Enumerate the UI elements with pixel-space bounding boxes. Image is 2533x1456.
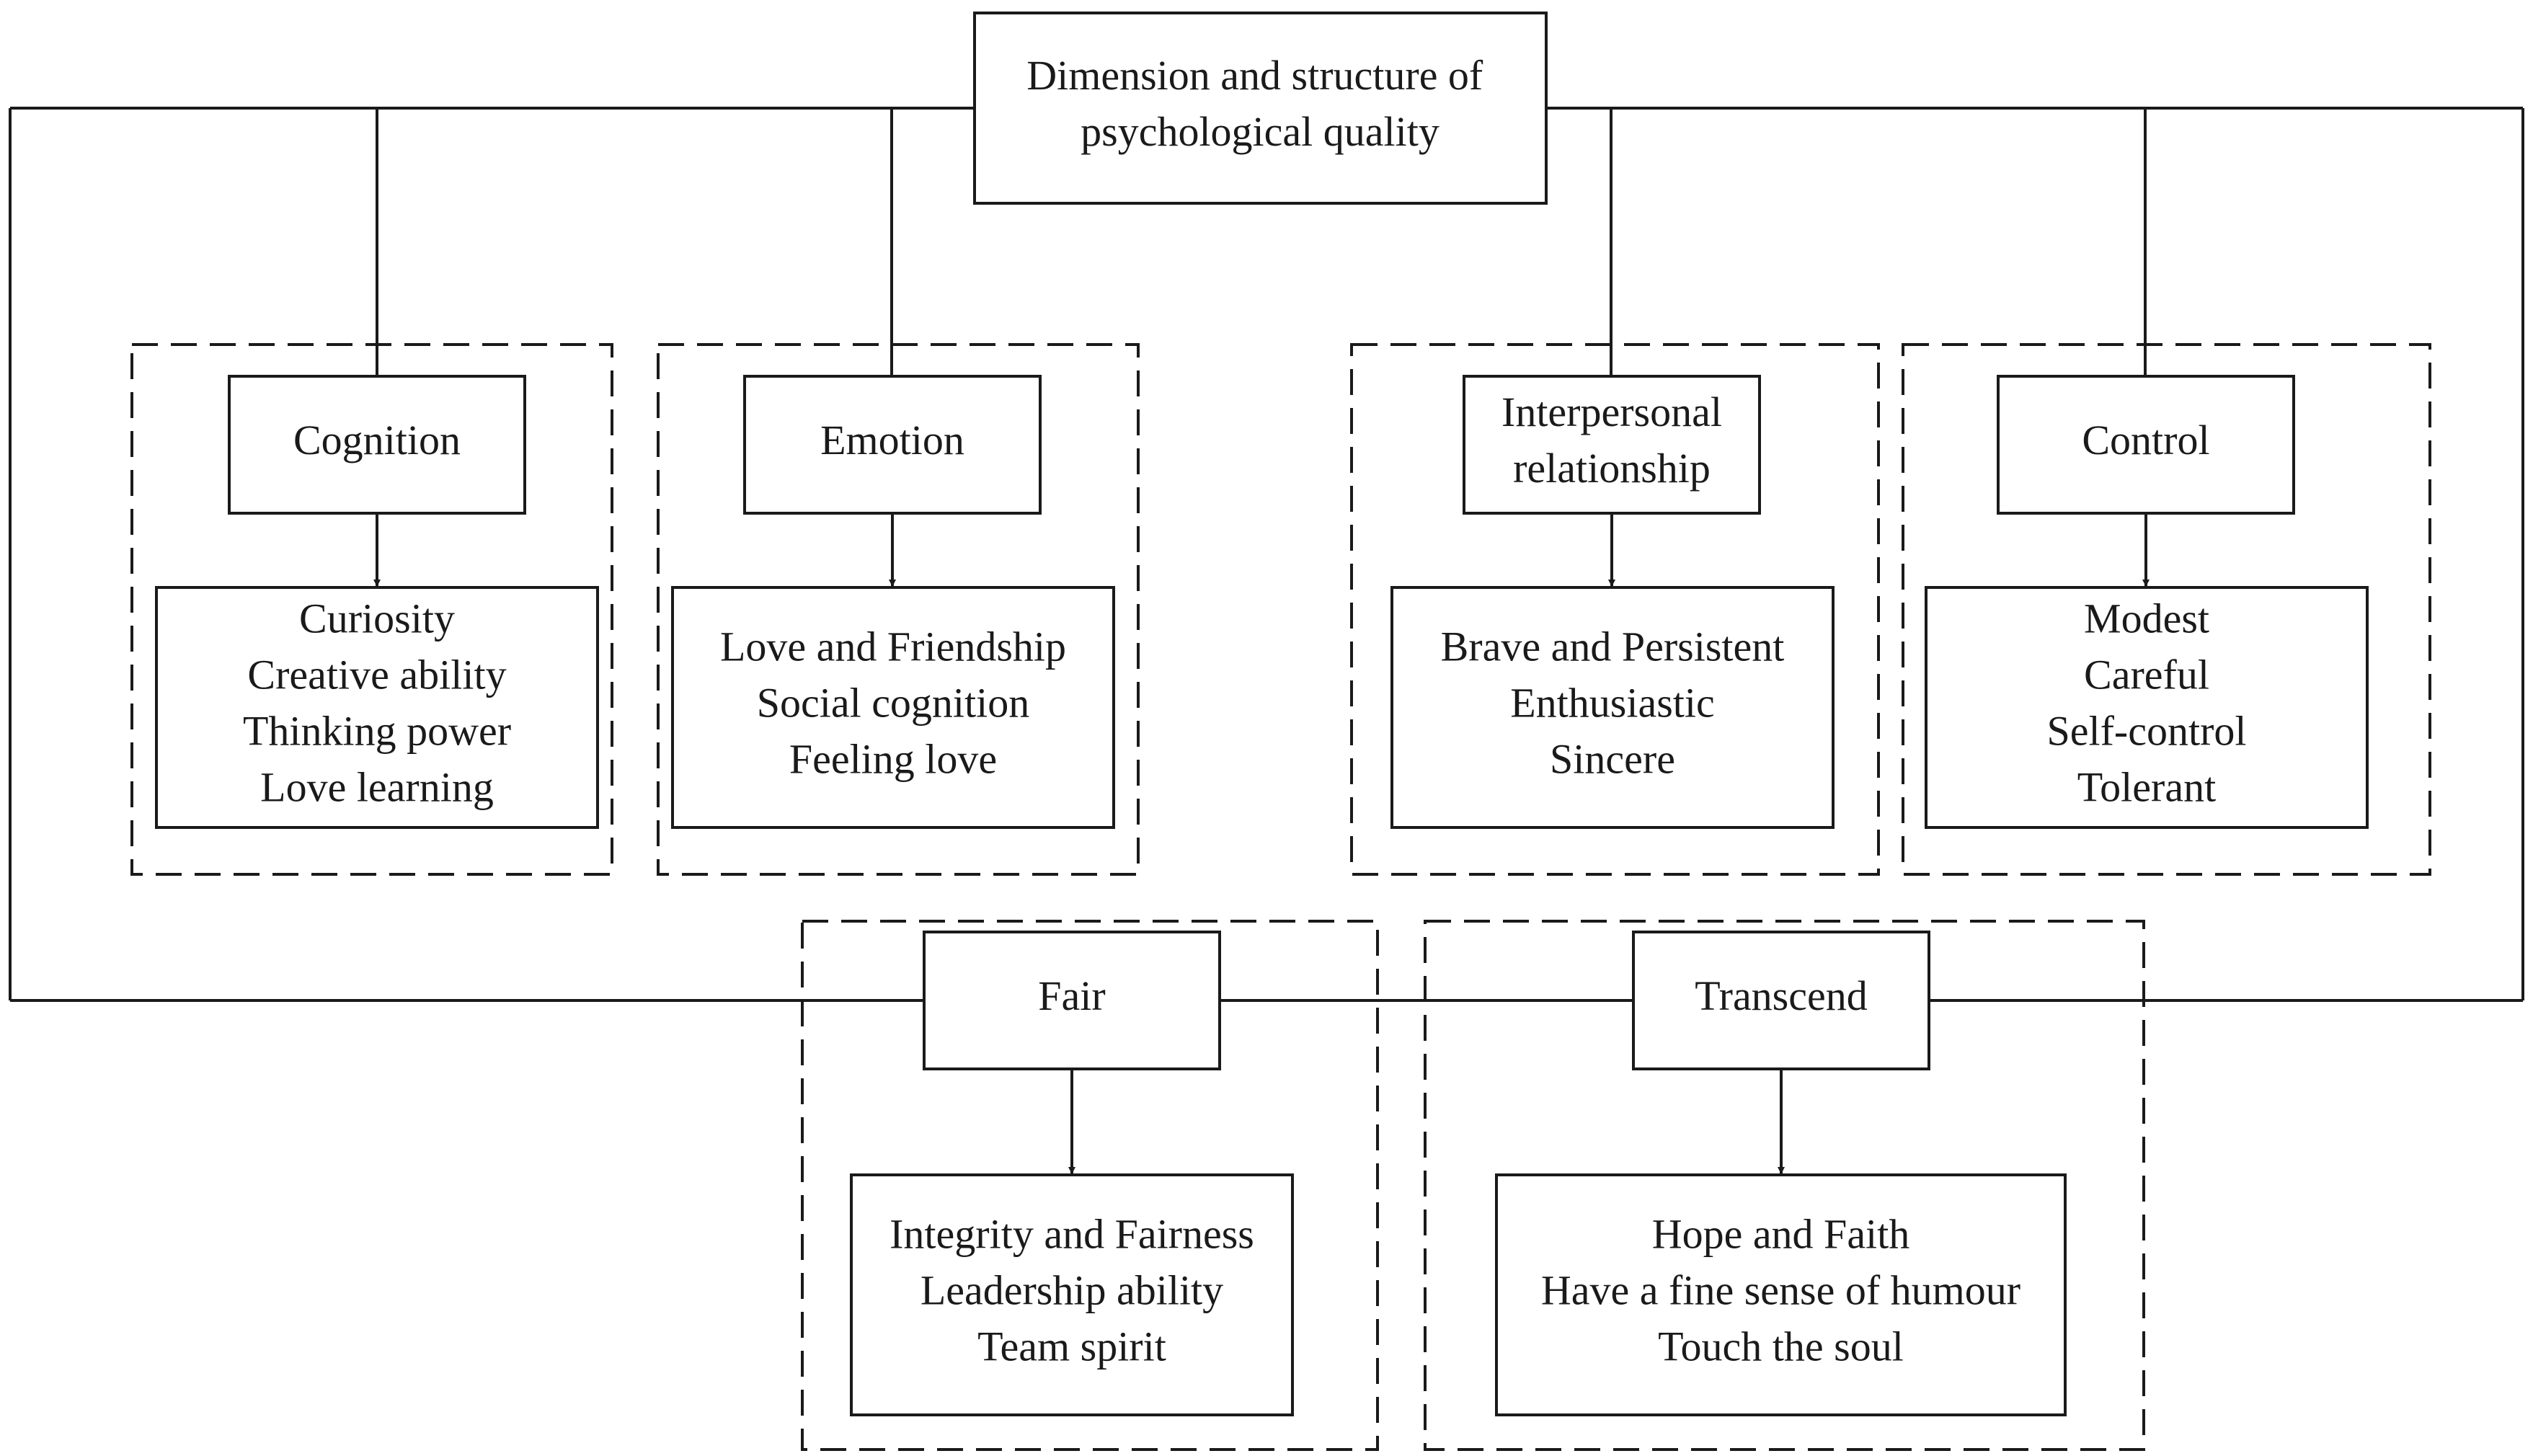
cognition-heading: Cognition	[293, 417, 461, 463]
fair-item-line-2: Leadership ability	[921, 1267, 1223, 1314]
fair-heading-box	[923, 931, 1221, 1070]
cognition-heading-line-1: Cognition	[293, 417, 461, 463]
emotion-heading-line-1: Emotion	[820, 417, 964, 463]
transcend-item-line-3: Touch the soul	[1658, 1323, 1904, 1370]
group-frame-transcend	[1424, 920, 2145, 1451]
control-heading-line-1: Control	[2082, 417, 2209, 463]
transcend-items-box	[1495, 1173, 2067, 1416]
emotion-item-line-3: Feeling love	[789, 736, 997, 783]
control-items-box	[1925, 586, 2369, 829]
cognition-item-line-3: Thinking power	[243, 708, 511, 755]
fair-heading: Fair	[1038, 972, 1105, 1019]
control-item-line-3: Self-control	[2046, 708, 2246, 755]
emotion-heading-box	[743, 375, 1042, 515]
fair-item-line-3: Team spirit	[977, 1323, 1166, 1370]
interpersonal-relationship-heading-box	[1463, 375, 1761, 515]
fair-heading-line-1: Fair	[1038, 972, 1105, 1019]
transcend-item-line-2: Have a fine sense of humour	[1541, 1267, 2020, 1314]
root-title: Dimension and structure of psychological…	[1026, 52, 1494, 155]
interpersonal-relationship-items-box	[1390, 586, 1835, 829]
root-title-line-2: psychological quality	[1081, 108, 1439, 155]
cognition-heading-box	[228, 375, 526, 515]
root-node: Dimension and structure of psychological…	[973, 12, 1548, 205]
cognition-item-line-2: Creative ability	[247, 652, 506, 698]
emotion-item-line-1: Love and Friendship	[720, 623, 1066, 670]
cognition-item-line-4: Love learning	[260, 764, 494, 811]
root-box	[973, 12, 1548, 205]
interpersonal-relationship-item-line-3: Sincere	[1550, 736, 1675, 783]
interpersonal-relationship-heading-line-2: relationship	[1513, 445, 1711, 492]
control-item-line-2: Careful	[2084, 652, 2209, 698]
fair-item-line-1: Integrity and Fairness	[890, 1211, 1254, 1258]
interpersonal-relationship-item-line-1: Brave and Persistent	[1441, 623, 1785, 670]
interpersonal-relationship-heading-line-1: Interpersonal	[1501, 389, 1722, 435]
transcend-item-line-1: Hope and Faith	[1652, 1211, 1910, 1258]
cognition-item-line-1: Curiosity	[299, 595, 455, 642]
interpersonal-relationship-heading: Interpersonal relationship	[1501, 389, 1722, 492]
control-heading: Control	[2082, 417, 2209, 463]
group-frames	[130, 343, 2431, 1451]
group-frame-emotion	[657, 343, 1140, 876]
transcend-heading-box	[1632, 931, 1930, 1070]
emotion-heading: Emotion	[820, 417, 964, 463]
transcend-heading-line-1: Transcend	[1695, 972, 1868, 1019]
emotion-item-line-2: Social cognition	[757, 680, 1030, 727]
control-item-line-1: Modest	[2084, 595, 2209, 642]
group-frame-interpersonal-relationship	[1350, 343, 1880, 876]
group-frame-fair	[801, 920, 1379, 1451]
interpersonal-relationship-item-line-2: Enthusiastic	[1510, 680, 1715, 727]
emotion-items-box	[671, 586, 1115, 829]
fair-items-box	[850, 1173, 1294, 1416]
control-heading-box	[1997, 375, 2295, 515]
control-item-line-4: Tolerant	[2077, 764, 2216, 811]
cognition-items-box	[155, 586, 599, 829]
root-title-line-1: Dimension and structure of	[1026, 52, 1483, 99]
group-frame-control	[1902, 343, 2431, 876]
group-frame-cognition	[130, 343, 613, 876]
transcend-heading: Transcend	[1695, 972, 1868, 1019]
